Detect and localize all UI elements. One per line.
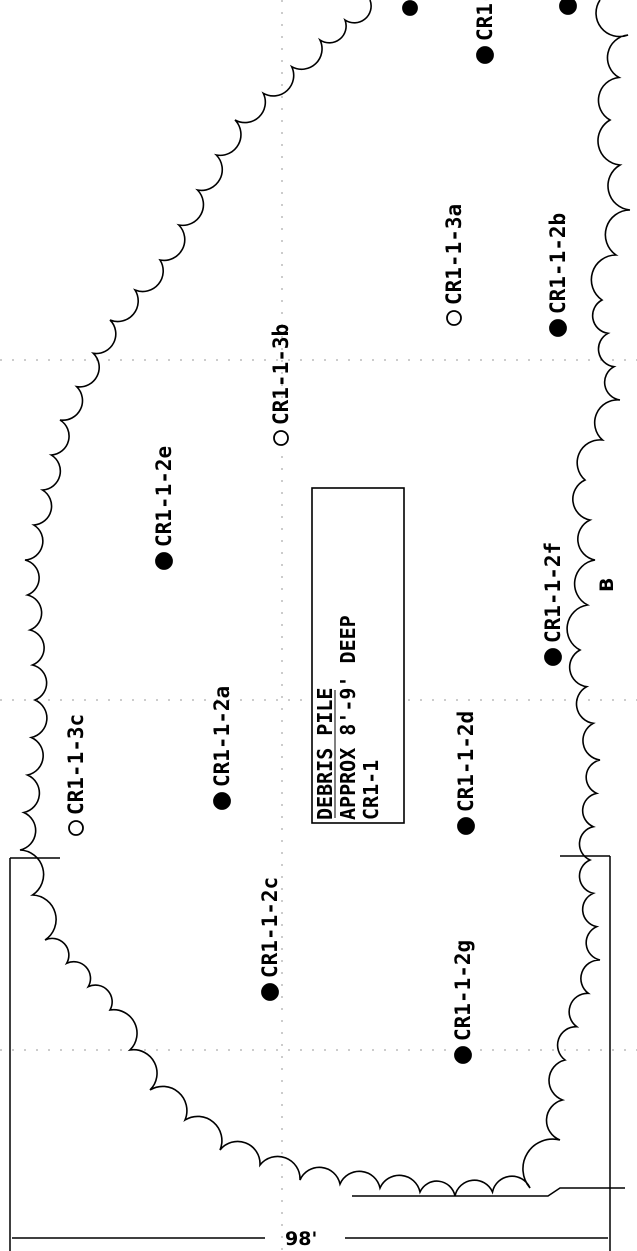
sample-point: CR1-1-1c bbox=[402, 0, 418, 16]
title-line-1: DEBRIS PILE bbox=[313, 688, 337, 820]
sample-label: CR1-1-3c bbox=[64, 714, 88, 815]
sample-point: CR1-1-1a bbox=[473, 0, 497, 64]
dimension: 98' bbox=[12, 1228, 608, 1250]
sample-label: CR1-1-3a bbox=[442, 204, 466, 305]
sample-label: CR1-1-2c bbox=[258, 877, 282, 978]
sample-point: CR1-1-2e bbox=[152, 446, 176, 570]
sample-point: CR1-1-2f bbox=[541, 542, 565, 666]
sample-point: CR1-1-2c bbox=[258, 877, 282, 1001]
sample-marker-filled bbox=[549, 319, 567, 337]
sample-point: CR1-1-3c bbox=[64, 714, 88, 836]
sample-point: CR1-1-1b bbox=[559, 0, 577, 15]
sample-marker-filled bbox=[454, 1046, 472, 1064]
sample-marker-open bbox=[446, 310, 462, 326]
sample-point: CR1-1-2a bbox=[210, 686, 234, 810]
sample-label: CR1-1-2d bbox=[454, 711, 478, 812]
sample-marker-filled bbox=[457, 817, 475, 835]
sample-label: CR1-1-3b bbox=[269, 324, 293, 425]
sample-label: CR1-1-2a bbox=[210, 686, 234, 787]
sample-marker-open bbox=[273, 430, 289, 446]
sample-points: CR1-1-1c CR1-1-1a CR1-1-1bCR1-1-3a CR1-1-2b… bbox=[64, 0, 577, 1064]
sample-label: CR1-1-2b bbox=[546, 213, 570, 314]
sample-marker-filled bbox=[155, 552, 173, 570]
sample-marker-filled bbox=[213, 792, 231, 810]
title-line-3: CR1-1 bbox=[359, 760, 383, 820]
sample-marker-open bbox=[68, 820, 84, 836]
sample-marker-filled bbox=[559, 0, 577, 15]
sample-marker-filled bbox=[261, 983, 279, 1001]
sample-label: CR1-1-1a bbox=[473, 0, 497, 41]
sample-point: CR1-1-3b bbox=[269, 324, 293, 446]
title-box-frame bbox=[311, 487, 405, 824]
title-line-2: APPROX 8'-9' DEEP bbox=[336, 615, 360, 820]
dimension-label: 98' bbox=[285, 1228, 317, 1250]
sample-marker-filled bbox=[544, 648, 562, 666]
edge-letter: B bbox=[596, 578, 618, 592]
sample-point: CR1-1-2g bbox=[451, 940, 475, 1064]
debris-pile-outline bbox=[19, 0, 631, 1197]
sample-point: CR1-1-2b bbox=[546, 213, 570, 337]
sample-label: CR1-1-2e bbox=[152, 446, 176, 547]
sample-marker-filled bbox=[402, 0, 418, 16]
sample-label: CR1-1-2f bbox=[541, 542, 565, 643]
sample-label: CR1-1-2g bbox=[451, 940, 475, 1041]
sample-point: CR1-1-2d bbox=[454, 711, 478, 835]
sample-marker-filled bbox=[476, 46, 494, 64]
leader-line bbox=[352, 1187, 625, 1197]
sample-point: CR1-1-3a bbox=[442, 204, 466, 326]
title-box: DEBRIS PILE APPROX 8'-9' DEEP CR1-1 bbox=[311, 487, 405, 824]
dimension-extension-lines bbox=[9, 855, 625, 1251]
